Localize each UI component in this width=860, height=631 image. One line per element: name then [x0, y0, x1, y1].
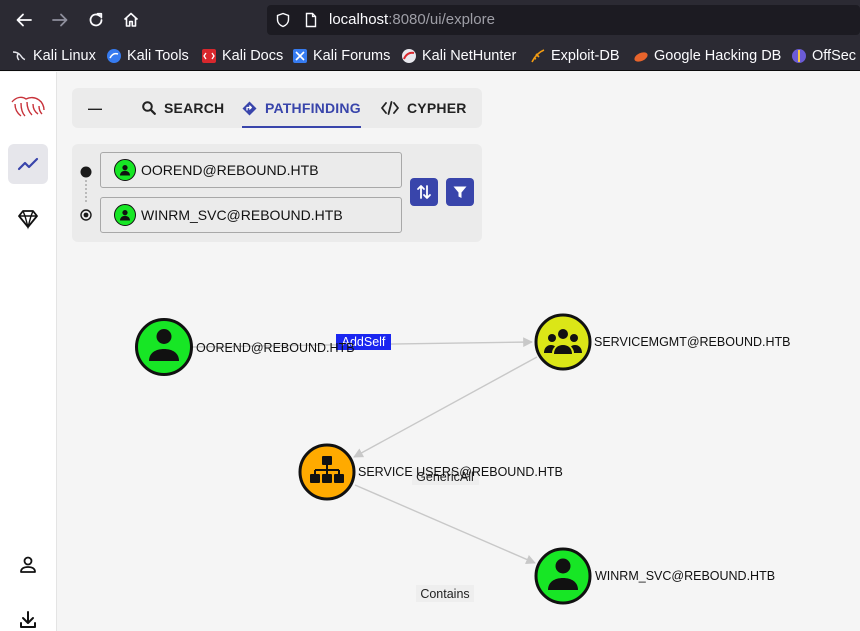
download-icon: [20, 611, 36, 628]
graph-svg[interactable]: AddSelf GenericAll Contains OOREND@REBOU…: [57, 257, 860, 631]
bookmark-offsec[interactable]: OffSec: [791, 47, 856, 65]
bookmark-label: Kali Linux: [33, 48, 96, 64]
node-label: SERVICEMGMT@REBOUND.HTB: [594, 335, 791, 349]
bookmark-label: Kali Forums: [313, 48, 391, 64]
tab-pathfinding-label: PATHFINDING: [265, 100, 361, 116]
edge-filter-button[interactable]: [446, 178, 474, 206]
bookmark-google-hacking-db[interactable]: Google Hacking DB: [633, 47, 781, 65]
edge-label-addself[interactable]: AddSelf: [336, 334, 391, 350]
bookmark-kali-nethunter[interactable]: Kali NetHunter: [401, 47, 516, 65]
swap-vertical-icon: [417, 185, 431, 199]
edge-label-genericall[interactable]: GenericAll: [412, 468, 479, 485]
graph-node-service-users[interactable]: SERVICE USERS@REBOUND.HTB: [298, 443, 563, 501]
arrow-left-icon: [16, 13, 32, 27]
user-node-icon: [114, 204, 136, 226]
bookmark-kali-forums[interactable]: Kali Forums: [292, 47, 390, 65]
page-icon[interactable]: [303, 12, 319, 28]
start-node-value: OOREND@REBOUND.HTB: [141, 162, 319, 178]
bookmark-label: Kali Tools: [127, 48, 189, 64]
sidebar-item-group-management[interactable]: [8, 199, 48, 239]
code-icon: [381, 101, 399, 115]
exploit-db-icon: [531, 49, 545, 63]
bookmark-label: Kali NetHunter: [422, 48, 517, 64]
ghdb-icon: [634, 52, 648, 62]
edge-genericall[interactable]: [353, 356, 538, 458]
pathfinding-panel: OOREND@REBOUND.HTB WINRM_SVC@REBOUND.HTB: [72, 144, 482, 242]
end-node-field[interactable]: WINRM_SVC@REBOUND.HTB: [100, 197, 402, 233]
graph-node-oorend[interactable]: OOREND@REBOUND.HTB: [135, 318, 355, 376]
sidebar: [0, 72, 57, 631]
sidebar-item-profile[interactable]: [8, 545, 48, 585]
tab-pathfinding[interactable]: PATHFINDING: [242, 88, 361, 128]
graph-node-servicemgmt[interactable]: SERVICEMGMT@REBOUND.HTB: [534, 313, 791, 371]
edge-contains[interactable]: [354, 484, 536, 564]
shield-icon[interactable]: [275, 12, 291, 28]
app-container: — SEARCH PATHFINDING CYPHER OOREND@REBOU…: [0, 72, 860, 631]
node-label: SERVICE USERS@REBOUND.HTB: [358, 465, 563, 479]
sitemap-icon: [310, 456, 344, 483]
offsec-icon: [792, 49, 806, 63]
tab-search-label: SEARCH: [164, 100, 225, 116]
tab-cypher[interactable]: CYPHER: [381, 88, 467, 128]
user-icon: [20, 556, 36, 573]
edge-label-contains[interactable]: Contains: [416, 585, 474, 602]
bookmark-kali-linux[interactable]: Kali Linux: [12, 47, 96, 65]
node-label: OOREND@REBOUND.HTB: [196, 341, 355, 355]
forward-button[interactable]: [48, 8, 72, 32]
end-node-value: WINRM_SVC@REBOUND.HTB: [141, 207, 343, 223]
user-node-icon: [548, 558, 578, 590]
edge-label-text: Contains: [420, 587, 469, 601]
filter-funnel-icon: [453, 186, 467, 198]
sidebar-item-download[interactable]: [8, 600, 48, 631]
collapse-label: —: [88, 100, 103, 116]
tab-cypher-label: CYPHER: [407, 100, 467, 116]
collapse-button[interactable]: —: [88, 88, 102, 128]
bookmark-label: Google Hacking DB: [654, 48, 782, 64]
swap-nodes-button[interactable]: [410, 178, 438, 206]
bookmark-exploit-db[interactable]: Exploit-DB: [530, 47, 620, 65]
app-logo[interactable]: [8, 88, 48, 128]
url-text[interactable]: localhost:8080/ui/explore: [329, 11, 495, 28]
kali-tools-icon: [107, 49, 121, 63]
trend-line-icon: [17, 157, 39, 171]
gem-icon: [18, 210, 38, 230]
back-button[interactable]: [12, 8, 36, 32]
route-diamond-icon: [242, 101, 257, 115]
start-node-field[interactable]: OOREND@REBOUND.HTB: [100, 152, 402, 188]
url-bar[interactable]: localhost:8080/ui/explore: [267, 5, 860, 35]
path-connector: [80, 166, 92, 221]
graph-node-winrm-svc[interactable]: WINRM_SVC@REBOUND.HTB: [534, 547, 775, 605]
edge-label-text: AddSelf: [342, 335, 386, 349]
bookmark-kali-tools[interactable]: Kali Tools: [106, 47, 189, 65]
bookmark-kali-docs[interactable]: Kali Docs: [201, 47, 283, 65]
graph-canvas[interactable]: AddSelf GenericAll Contains OOREND@REBOU…: [57, 257, 860, 631]
node-label: WINRM_SVC@REBOUND.HTB: [595, 569, 775, 583]
sidebar-item-explore[interactable]: [8, 144, 48, 184]
kali-dragon-icon: [12, 51, 26, 61]
browser-toolbar: localhost:8080/ui/explore: [0, 0, 860, 40]
tab-search[interactable]: SEARCH: [142, 88, 224, 128]
bookmark-label: Exploit-DB: [551, 48, 620, 64]
bookmark-label: Kali Docs: [222, 48, 284, 64]
bookmark-label: OffSec: [812, 48, 857, 64]
group-node-icon: [544, 329, 582, 354]
bookmarks-bar: Kali Linux Kali Tools Kali Docs Kali For…: [0, 40, 860, 71]
reload-icon: [89, 12, 103, 27]
kali-forums-icon: [293, 49, 307, 63]
user-node-icon: [114, 159, 136, 181]
magnifier-icon: [142, 101, 156, 115]
reload-button[interactable]: [84, 8, 108, 32]
explore-tab-bar: — SEARCH PATHFINDING CYPHER: [72, 88, 482, 128]
bloodhound-logo-icon: [11, 96, 45, 117]
arrow-right-icon: [52, 13, 68, 27]
edge-label-text: GenericAll: [416, 470, 474, 484]
nethunter-icon: [402, 49, 416, 63]
home-button[interactable]: [119, 8, 143, 32]
kali-docs-icon: [202, 49, 216, 63]
home-icon: [123, 12, 139, 27]
user-node-icon: [149, 329, 179, 361]
